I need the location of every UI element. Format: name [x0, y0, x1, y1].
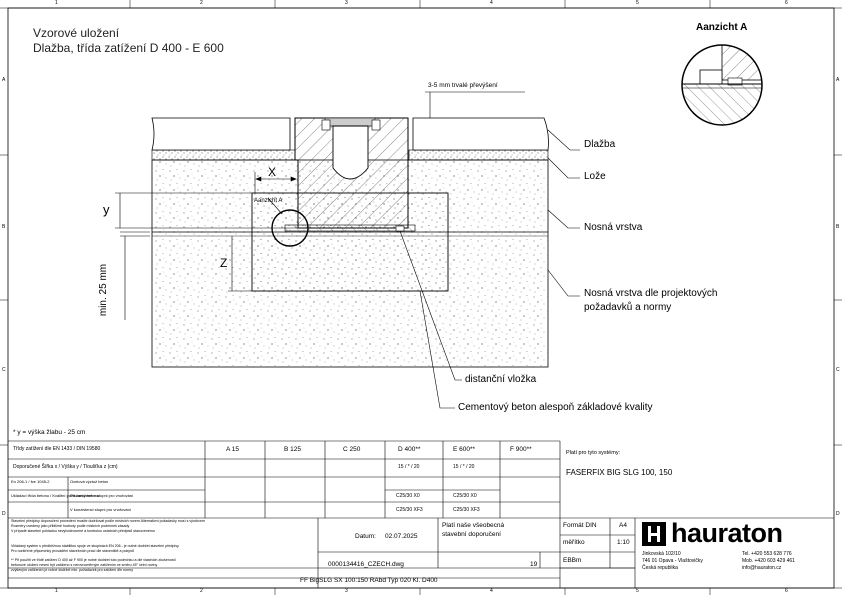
- channel-trough: [332, 125, 369, 180]
- scale-label: měřítko: [563, 539, 585, 546]
- label-vlozka: distanční vložka: [465, 374, 537, 385]
- dim-z: Z: [220, 256, 228, 270]
- col-1-bottom: 1: [55, 588, 58, 594]
- label-loze: Lože: [584, 171, 606, 182]
- dim-y: y: [103, 202, 110, 217]
- page-number: 19: [530, 561, 538, 568]
- note-line: Stavební předpisy doporučení provedení m…: [11, 519, 205, 523]
- row-a-right: A: [836, 77, 840, 83]
- class-e600: E 600**: [453, 446, 476, 453]
- row3c-mid: V konzistenci stupni pro vnořování: [70, 507, 131, 512]
- footnote: * y = výška žlabu - 25 cm: [13, 429, 86, 436]
- paver-right: [412, 117, 549, 151]
- dim-min: min. 25 mm: [98, 263, 110, 317]
- col-4: 4: [490, 0, 493, 6]
- col-2-bottom: 2: [200, 588, 203, 594]
- label-dlazba: Dlažba: [584, 139, 616, 150]
- format-value: A4: [619, 522, 627, 529]
- norm-label: Třídy zatížení dle EN 1433 / DIN 19580: [13, 446, 101, 452]
- phone: Tel. +420 553 628 776: [742, 551, 792, 557]
- product-code: FF BigSLG SX 100:150 RAbd Typ 020 Kl. D4…: [300, 577, 438, 584]
- col-6-bottom: 6: [785, 588, 788, 594]
- col-4-bottom: 4: [490, 588, 493, 594]
- address-2: 746 01 Opava - Vlaštovičky: [642, 558, 703, 564]
- hauraton-logo-mark: [642, 522, 666, 546]
- col-6: 6: [785, 0, 788, 6]
- address-1: Jinkovská 102/10: [642, 551, 681, 557]
- col-5: 5: [636, 0, 639, 6]
- row-a: A: [2, 77, 6, 83]
- label-beton: Cementový beton alespoň základové kvalit…: [458, 402, 653, 413]
- row-c: C: [2, 367, 6, 373]
- platnost-1: Platí naše všeobecná: [442, 522, 505, 529]
- e600-dims: 15 / * / 20: [453, 464, 475, 470]
- datum-value: 02.07.2025: [385, 533, 418, 540]
- note-line: V případě stavební pokladou nevyhodnocen…: [11, 529, 155, 533]
- email[interactable]: info@hauraton.cz: [742, 565, 782, 571]
- bedding-right: [408, 149, 549, 161]
- row3b-mid: Při zaručeném stupni pro vnořování: [70, 493, 134, 498]
- class-a15: A 15: [226, 446, 240, 453]
- note-line: ** Při použití ve třídě zatížení D 400 a…: [11, 558, 176, 562]
- spacer: [284, 224, 416, 232]
- row3a-mid: Ocelová výztuž beton: [70, 479, 109, 484]
- label-nosna-proj-1: Nosná vrstva dle projektových: [584, 288, 718, 299]
- col-3: 3: [345, 0, 348, 6]
- e600-xf3: C25/30 XF3: [453, 507, 480, 513]
- class-d400: D 400**: [398, 446, 421, 453]
- d400-dims: 15 / * / 20: [398, 464, 420, 470]
- grating: [324, 117, 376, 127]
- bedding-left: [151, 149, 296, 161]
- d400-xf3: C25/30 XF3: [396, 507, 423, 513]
- gap-note: 3-5 mm trvalé převýšení: [428, 82, 498, 89]
- scale-value: 1:10: [617, 539, 630, 546]
- note-line: zvýšeným zatížením je nutné dodržet min.…: [11, 568, 134, 572]
- col-5-bottom: 5: [636, 588, 639, 594]
- label-nosna: Nosná vrstva: [584, 222, 643, 233]
- e600-x0: C25/30 X0: [453, 493, 477, 499]
- note-line: Rozměry uvedeny jako přibližné hodnoty p…: [11, 524, 130, 528]
- row-b-right: B: [836, 224, 840, 230]
- table-grid: [8, 440, 834, 588]
- class-b125: B 125: [284, 446, 301, 453]
- row3b-left: Ukládací třída betonu / Kvalitní požadav…: [11, 493, 100, 498]
- author: EBBm: [563, 557, 582, 564]
- drawing-title: Vzorové uložení: [33, 26, 120, 40]
- drawing-subtitle: Dlažba, třída zatížení D 400 - E 600: [33, 41, 224, 55]
- dim-x: X: [268, 165, 277, 179]
- paver-left: [151, 117, 291, 151]
- note-line: Vkládaný systém s předběžnou stabilitou …: [11, 544, 179, 548]
- system-name: FASERFIX BIG SLG 100, 150: [566, 468, 673, 477]
- label-nosna-proj-2: požadavků a normy: [584, 302, 672, 313]
- note-line: betonové uložení nesmí být zatíženo s ne…: [11, 563, 158, 567]
- format-label: Formát DIN: [563, 522, 597, 529]
- datum-label: Datum:: [355, 533, 376, 540]
- class-c250: C 250: [343, 446, 361, 453]
- row-d: D: [2, 511, 6, 517]
- col-1: 1: [55, 0, 58, 6]
- platnost-2: stavební doporučení: [442, 531, 501, 538]
- row-b: B: [2, 224, 6, 230]
- detail-title: Aanzicht A: [696, 22, 748, 33]
- col-3-bottom: 3: [345, 588, 348, 594]
- row2-label: Doporučené Šířka x / Výška y / Tloušťka …: [13, 464, 118, 470]
- col-2: 2: [200, 0, 203, 6]
- row-c-right: C: [836, 367, 840, 373]
- class-f900: F 900**: [510, 446, 532, 453]
- valid-for-label: Platí pro tyto systémy:: [566, 450, 621, 456]
- drawing-number: 0000134416_CZECH.dwg: [328, 561, 404, 568]
- mobile: Mob. +420 603 429 461: [742, 558, 795, 564]
- d400-x0: C25/30 X0: [396, 493, 420, 499]
- note-line: Pro rozšířené připomínky provádění stave…: [11, 549, 135, 553]
- row3a-left: En 206-1 / fce 1045-2: [11, 479, 50, 484]
- address-3: Česká republika: [642, 565, 678, 571]
- detail-marker-label: Aanzicht A: [254, 198, 283, 204]
- company-logo-text: hauraton: [671, 518, 783, 548]
- row-d-right: D: [836, 511, 840, 517]
